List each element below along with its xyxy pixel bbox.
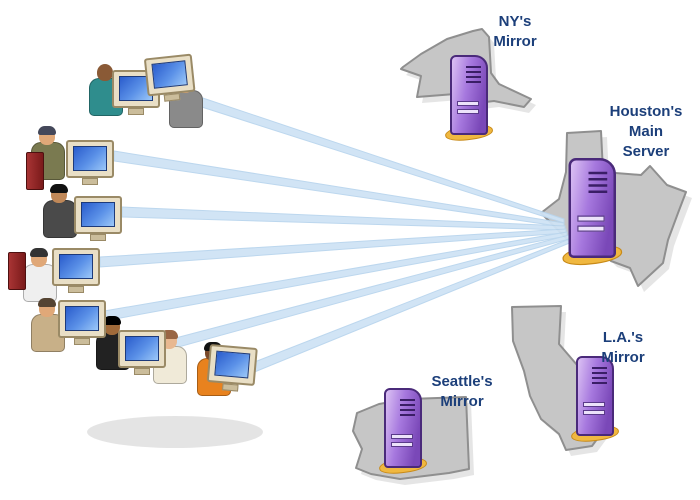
server-tower-icon: [384, 388, 422, 468]
monitor-icon: [66, 140, 114, 185]
label-ny-mirror: NY's Mirror: [493, 13, 537, 50]
monitor-icon: [74, 196, 122, 241]
user-cluster-shadow: [87, 416, 263, 448]
monitor-icon: [206, 343, 258, 392]
server-ny-mirror: [444, 55, 494, 143]
server-la-mirror: [570, 356, 620, 444]
monitor-icon: [52, 248, 100, 293]
label-la-mirror: L.A.'s Mirror: [601, 329, 645, 366]
server-seattle-mirror: [378, 388, 428, 476]
server-tower-icon: [576, 356, 614, 436]
monitor-icon: [143, 53, 196, 103]
server-houston-main: [561, 158, 624, 268]
server-tower-icon: [568, 158, 616, 258]
beam-line: [121, 206, 566, 231]
computer-tower-icon: [26, 152, 44, 190]
monitor-icon: [58, 300, 106, 345]
server-tower-icon: [450, 55, 488, 135]
connection-beams: [99, 82, 573, 374]
label-houston-main-server: Houston's Main Server: [609, 103, 683, 160]
monitor-icon: [118, 330, 166, 375]
label-seattle-mirror: Seattle's Mirror: [431, 373, 493, 410]
person-icon: [42, 184, 78, 238]
computer-tower-icon: [8, 252, 26, 290]
